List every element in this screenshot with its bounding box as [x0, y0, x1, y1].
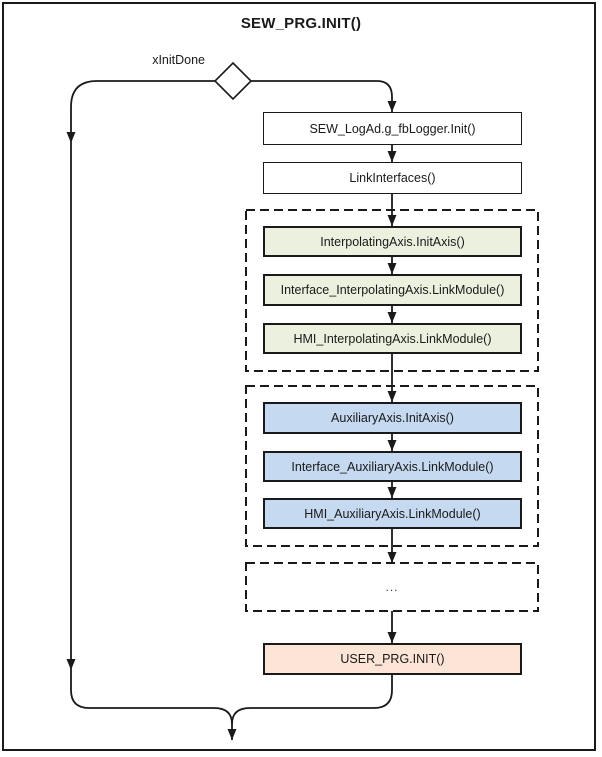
process-label: SEW_LogAd.g_fbLogger.Init() [309, 121, 476, 136]
page-title: SEW_PRG.INIT() [240, 15, 362, 32]
connector-user-init-to-merge [231, 675, 393, 725]
ellipsis-text: ... [385, 580, 399, 594]
process-box-auxiliary-interface-linkmodule: Interface_AuxiliaryAxis.LinkModule() [263, 451, 522, 482]
process-label: InterpolatingAxis.InitAxis() [320, 234, 465, 249]
process-box-auxiliary-init-axis: AuxiliaryAxis.InitAxis() [263, 402, 522, 434]
process-box-user-prg-init: USER_PRG.INIT() [263, 643, 522, 675]
process-label: HMI_AuxiliaryAxis.LinkModule() [304, 506, 481, 521]
connector-loop-bottom [70, 670, 233, 725]
process-box-logger-init: SEW_LogAd.g_fbLogger.Init() [263, 112, 522, 145]
process-label: LinkInterfaces() [349, 171, 436, 185]
connector-loop-top [66, 80, 216, 143]
decision-diamond [213, 61, 253, 101]
decision-condition-label: xInitDone [152, 53, 205, 67]
process-box-link-interfaces: LinkInterfaces() [263, 162, 522, 194]
process-label: USER_PRG.INIT() [340, 652, 445, 666]
process-label: Interface_InterpolatingAxis.LinkModule() [280, 283, 505, 297]
connector-decision-to-logger [251, 80, 397, 112]
process-box-interpolating-hmi-linkmodule: HMI_InterpolatingAxis.LinkModule() [263, 323, 522, 354]
process-label: HMI_InterpolatingAxis.LinkModule() [293, 331, 492, 346]
process-label: AuxiliaryAxis.InitAxis() [331, 411, 454, 425]
process-box-auxiliary-hmi-linkmodule: HMI_AuxiliaryAxis.LinkModule() [263, 498, 522, 529]
process-label: Interface_AuxiliaryAxis.LinkModule() [291, 459, 494, 474]
process-box-interpolating-init-axis: InterpolatingAxis.InitAxis() [263, 226, 522, 257]
process-box-interpolating-interface-linkmodule: Interface_InterpolatingAxis.LinkModule() [263, 274, 522, 306]
ellipsis-placeholder: ... [246, 563, 538, 611]
